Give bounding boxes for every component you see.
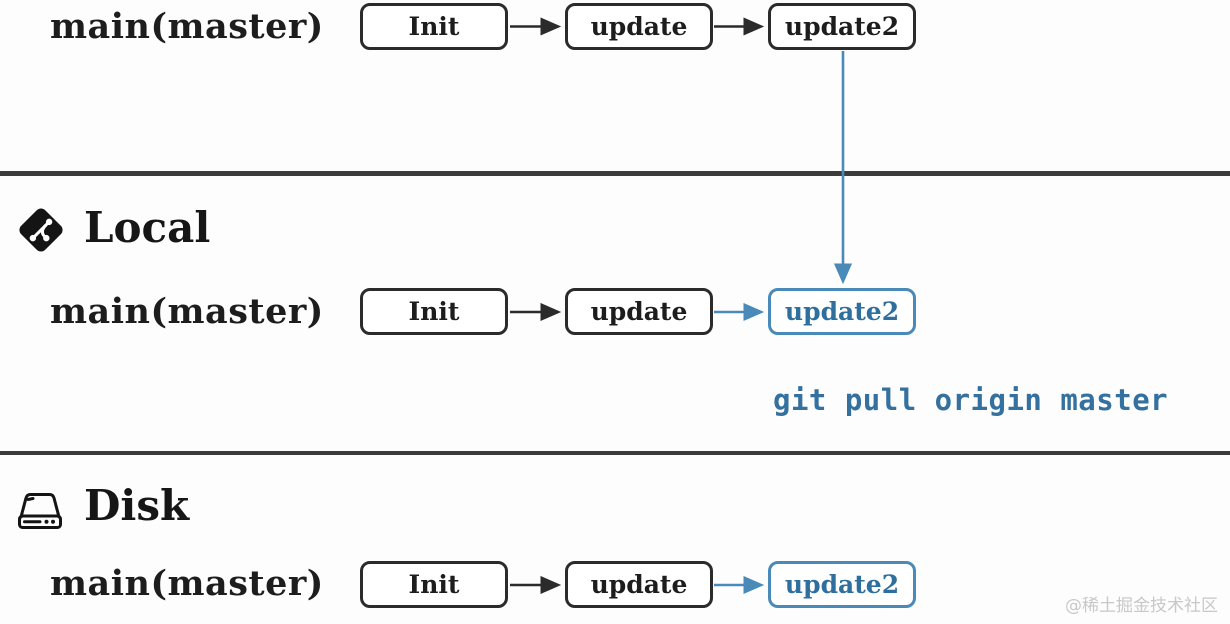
local-section-title: Local (84, 203, 211, 252)
disk-branch-label: main(master) (50, 563, 324, 604)
git-pull-command-text: git pull origin master (773, 383, 1169, 417)
git-icon (15, 204, 67, 260)
divider-local-disk (0, 451, 1230, 455)
disk-commit-init: Init (360, 561, 508, 608)
disk-icon (13, 483, 67, 541)
remote-commit-update: update (565, 3, 713, 50)
local-commit-update: update (565, 288, 713, 335)
local-branch-label: main(master) (50, 291, 324, 332)
disk-commit-update2-new: update2 (768, 561, 916, 608)
local-commit-update2-new: update2 (768, 288, 916, 335)
remote-commit-init: Init (360, 3, 508, 50)
disk-section-title: Disk (84, 481, 190, 530)
disk-commit-update: update (565, 561, 713, 608)
remote-commit-update2: update2 (768, 3, 916, 50)
remote-branch-label: main(master) (50, 6, 324, 47)
divider-remote-local (0, 171, 1230, 176)
local-commit-init: Init (360, 288, 508, 335)
watermark: @稀土掘金技术社区 (1065, 596, 1218, 616)
